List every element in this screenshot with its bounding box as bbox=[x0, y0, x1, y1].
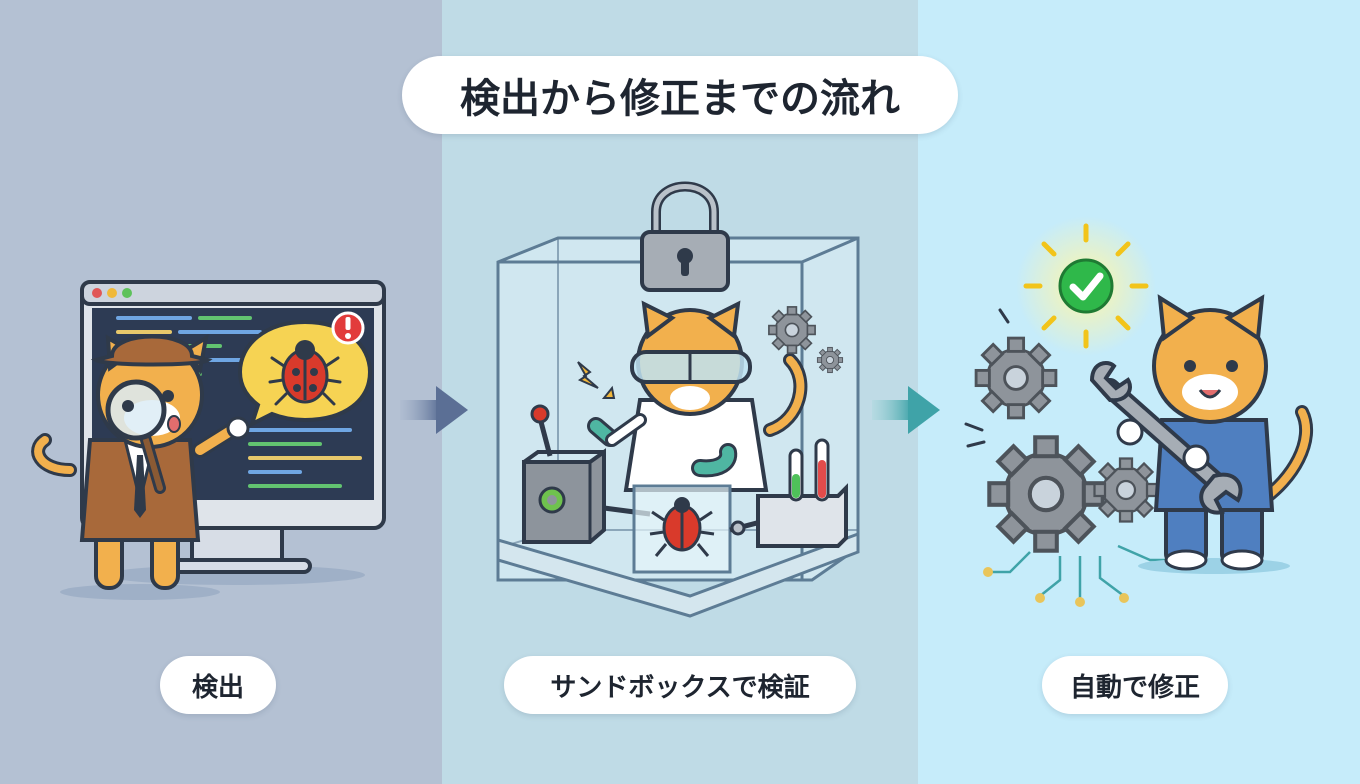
gear-icon bbox=[768, 306, 816, 354]
mechanic-cat-icon bbox=[1138, 294, 1314, 574]
wrench-icon bbox=[1089, 361, 1243, 515]
arrow-right-icon bbox=[872, 386, 940, 434]
detective-cat-icon bbox=[31, 333, 250, 600]
gear-icon bbox=[989, 437, 1102, 550]
test-tube-icon bbox=[756, 438, 848, 548]
gear-icon bbox=[1093, 457, 1159, 523]
step-label-fix: 自動で修正 bbox=[1042, 656, 1228, 714]
test-machine-icon bbox=[522, 404, 651, 544]
step-label-detect: 検出 bbox=[160, 656, 276, 714]
check-icon bbox=[1016, 216, 1156, 356]
step-label-verify: サンドボックスで検証 bbox=[504, 656, 856, 714]
spark-icon bbox=[577, 361, 616, 399]
gear-icon bbox=[974, 336, 1058, 420]
page-title: 検出から修正までの流れ bbox=[402, 56, 958, 134]
bug-specimen-icon bbox=[632, 484, 777, 574]
scientist-cat-icon bbox=[587, 300, 808, 492]
lock-icon bbox=[640, 181, 730, 292]
sparkle-icon bbox=[964, 308, 1010, 448]
gear-icon bbox=[816, 346, 844, 374]
arrow-right-icon bbox=[400, 386, 468, 434]
bug-alert-icon bbox=[237, 311, 373, 428]
magnifier-icon bbox=[105, 379, 167, 494]
circuit-lines bbox=[990, 544, 1172, 600]
